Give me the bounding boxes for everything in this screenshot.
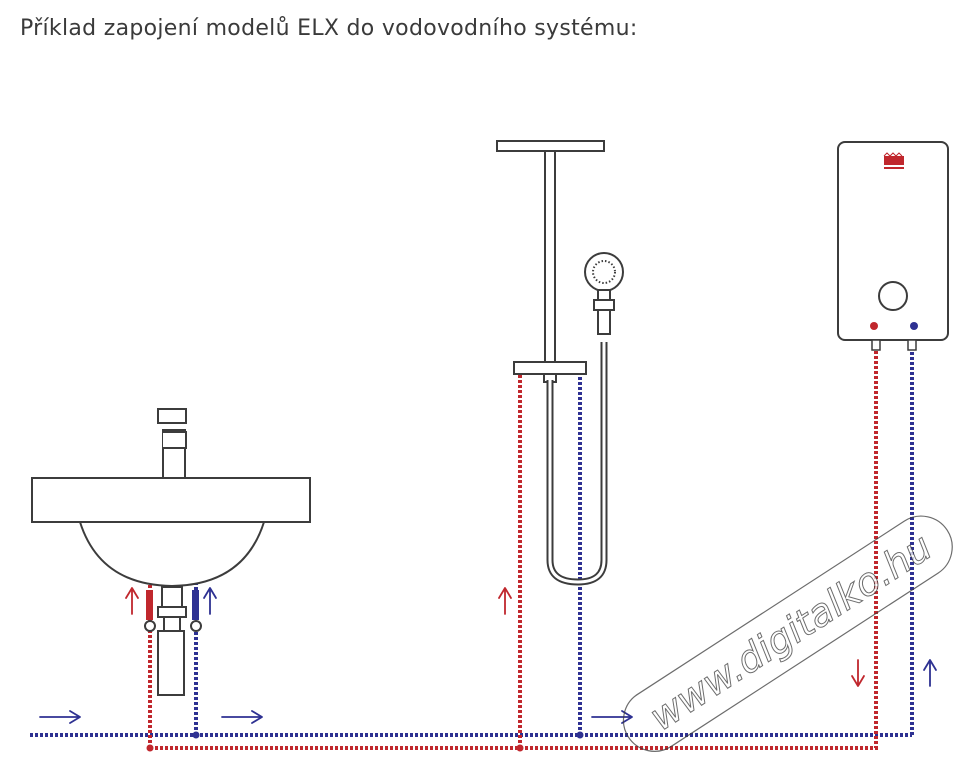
hot-valve-icon (144, 620, 156, 632)
elix-logo (883, 152, 904, 169)
flow-arrow-icon (851, 659, 865, 687)
diagram-title: Příklad zapojení modelů ELX do vodovodní… (20, 16, 638, 41)
heater-hot-fitting (871, 339, 881, 351)
sink-countertop (31, 477, 311, 523)
watermark-text: www.digitalko.hu (642, 525, 940, 740)
junction-dot (516, 744, 524, 752)
sink-siphon (157, 606, 187, 618)
flow-arrow-icon (125, 587, 139, 615)
shower-hose (546, 342, 608, 586)
flow-arrows (39, 587, 937, 724)
sink-cold-valve-segment (192, 590, 199, 620)
heater-cold-fitting (907, 339, 917, 351)
hand-shower-icon (584, 252, 624, 335)
flow-arrow-icon (39, 710, 81, 724)
hand-shower-head (584, 252, 624, 292)
heater-cold-indicator (910, 322, 918, 330)
water-heater-icon (837, 141, 949, 351)
hot-pipes (148, 348, 878, 750)
hand-shower-holder (593, 299, 615, 311)
faucet-spout (163, 431, 187, 449)
junction-dot (576, 731, 584, 739)
shower-column (544, 150, 556, 370)
heater-hot-indicator (870, 322, 878, 330)
heater-body (837, 141, 949, 341)
sink-valves (144, 620, 202, 632)
faucet-icon (157, 408, 187, 479)
flow-arrow-icon (221, 710, 263, 724)
shower-mixer-bar (513, 361, 587, 375)
flow-arrow-icon (591, 710, 633, 724)
heater-control-knob (878, 281, 908, 311)
hand-shower-handle (597, 289, 611, 335)
hot-main-pipe (150, 348, 878, 750)
pipe-junctions (192, 731, 584, 739)
sink-trap (163, 616, 181, 632)
flow-arrow-icon (203, 587, 217, 615)
flow-arrow-icon (498, 587, 512, 615)
watermark-frame (622, 515, 953, 752)
sink-hot-valve-segment (146, 590, 153, 620)
cold-valve-icon (190, 620, 202, 632)
faucet-handle (157, 408, 187, 424)
junction-dot (192, 731, 200, 739)
sink-basin (79, 521, 265, 588)
flow-arrow-icon (923, 659, 937, 687)
sink-icon (31, 477, 311, 696)
sink-drain (161, 586, 183, 608)
shower-head-icon (496, 140, 605, 383)
junction-dot (146, 744, 154, 752)
sink-trap-bottom (157, 630, 185, 696)
rain-shower-head (496, 140, 605, 152)
